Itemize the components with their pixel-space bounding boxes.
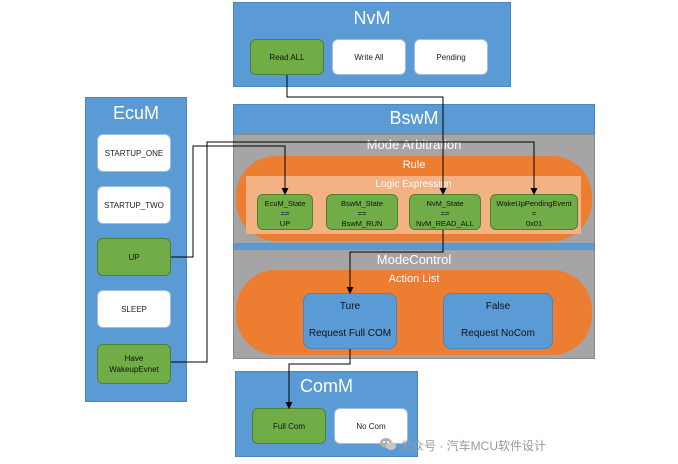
condition-ecum-state: EcuM_State == UP: [257, 194, 313, 230]
watermark: 公众号 · 汽车MCU软件设计: [380, 437, 546, 454]
connector-true-to-full-com: [285, 349, 351, 409]
true-action-label: Request Full COM: [308, 328, 392, 339]
condition-wakeup-pending-name: WakeUpPendingEvent: [496, 199, 572, 208]
connector-condition-to-true: [346, 230, 444, 294]
connector-readall-to-nvm-state: [286, 75, 447, 195]
connector-wakeup-to-pending: [171, 141, 538, 363]
have-wakeup-line1: Have: [124, 354, 144, 363]
startup-one-button[interactable]: STARTUP_ONE: [97, 134, 171, 172]
wechat-icon: [380, 437, 396, 454]
true-action-box: Ture Request Full COM: [303, 293, 397, 349]
condition-ecum-state-name: EcuM_State: [264, 199, 306, 208]
condition-nvm-state-name: NvM_State: [426, 199, 464, 208]
condition-bswm-state: BswM_State == BswM_RUN: [326, 194, 398, 230]
pending-button[interactable]: Pending: [414, 39, 488, 75]
condition-nvm-state-value: NvM_READ_ALL: [416, 219, 474, 228]
up-button[interactable]: UP: [97, 238, 171, 276]
mode-control-title: ModeControl: [376, 252, 452, 267]
bswm-title: BswM: [389, 108, 439, 128]
false-action-label: Request NoCom: [461, 328, 535, 339]
logic-expression-title: Logic Expression: [375, 179, 452, 190]
condition-bswm-state-name: BswM_State: [340, 199, 384, 208]
condition-ecum-state-op: ==: [280, 209, 290, 218]
condition-wakeup-pending-op: =: [531, 209, 537, 218]
false-label: False: [485, 301, 511, 312]
condition-bswm-state-op: ==: [357, 209, 367, 218]
condition-bswm-state-value: BswM_RUN: [341, 219, 383, 228]
nvm-title: NvM: [353, 8, 391, 28]
mode-arbitration-title: Mode Arbitration: [366, 137, 462, 152]
have-wakeup-line2: WakeupEvnet: [109, 365, 159, 374]
full-com-button[interactable]: Full Com: [252, 408, 326, 444]
comm-title: ComM: [300, 376, 353, 396]
startup-two-button[interactable]: STARTUP_TWO: [97, 186, 171, 224]
condition-ecum-state-value: UP: [279, 219, 291, 228]
watermark-text: 公众号 · 汽车MCU软件设计: [400, 439, 546, 453]
condition-nvm-state-op: ==: [440, 209, 450, 218]
condition-wakeup-pending-value: 0x01: [525, 219, 543, 228]
connector-up-to-ecum-state: [171, 145, 289, 258]
ecum-title: EcuM: [112, 103, 159, 123]
false-action-box: False Request NoCom: [443, 293, 553, 349]
sleep-button[interactable]: SLEEP: [97, 290, 171, 328]
have-wakeup-event-button[interactable]: Have WakeupEvnet: [97, 344, 171, 384]
read-all-button[interactable]: Read ALL: [250, 39, 324, 75]
rule-title: Rule: [402, 159, 426, 171]
write-all-button[interactable]: Write All: [332, 39, 406, 75]
action-list-title: Action List: [388, 273, 440, 285]
true-label: Ture: [339, 301, 361, 312]
no-com-button[interactable]: No Com: [334, 408, 408, 444]
